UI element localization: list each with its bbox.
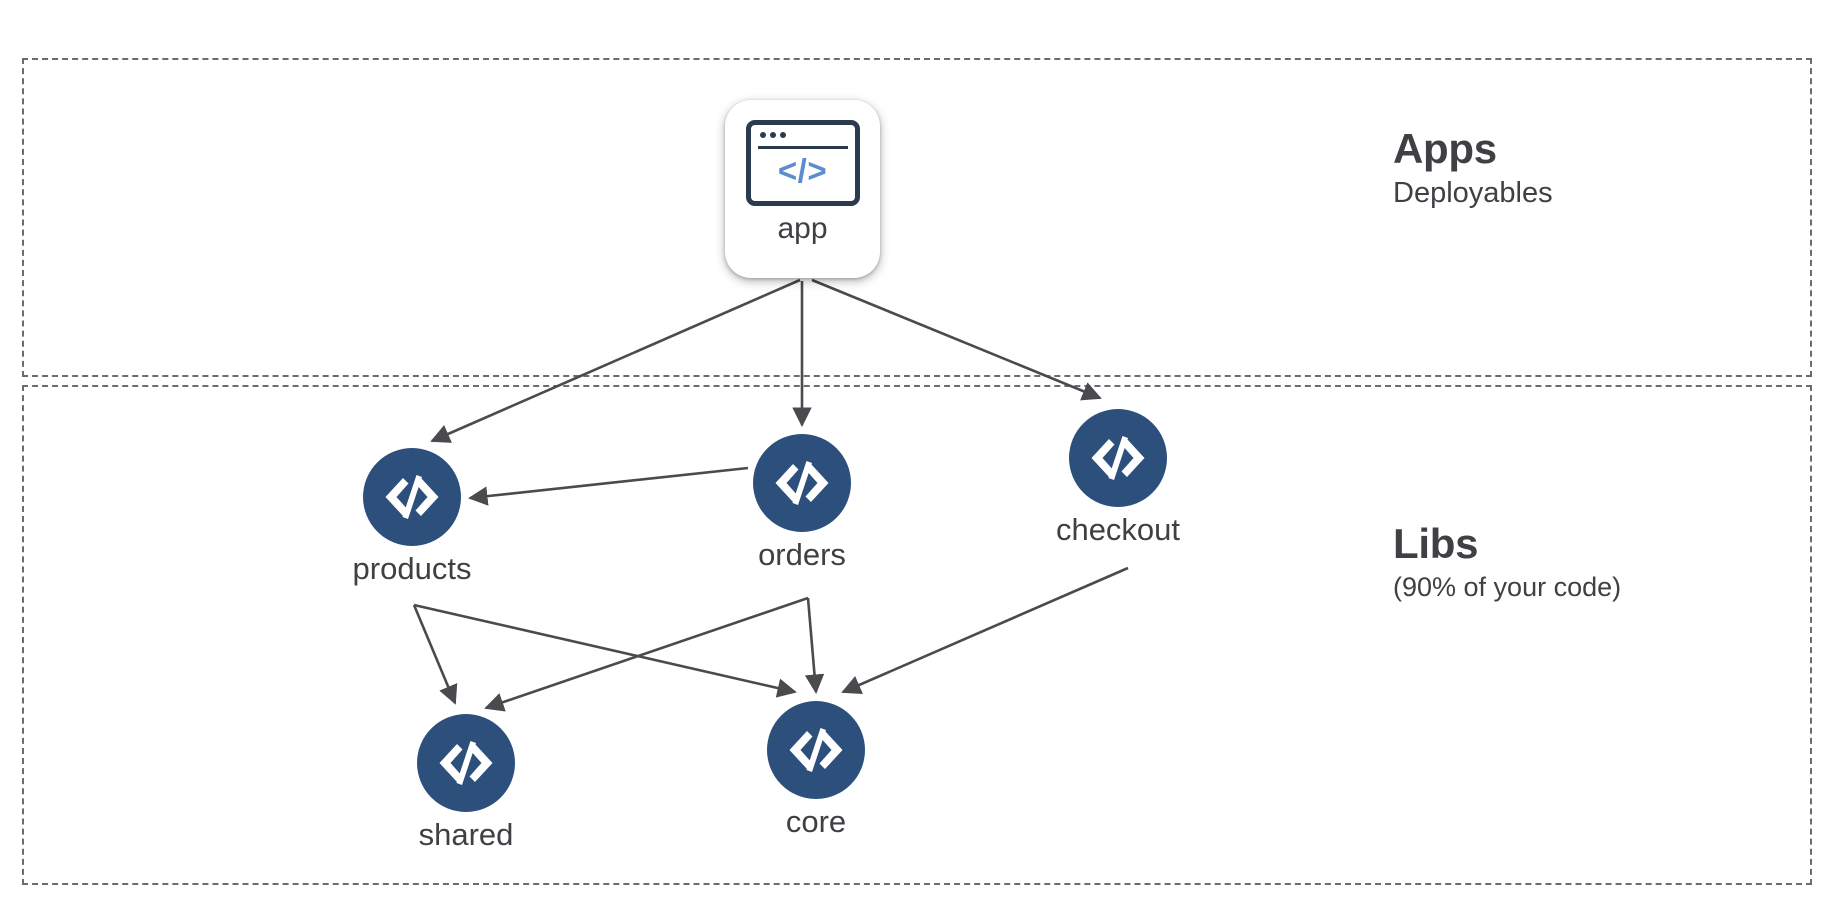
zone-libs-caption: Libs (90% of your code) (1393, 520, 1621, 602)
code-brackets-icon (753, 434, 851, 532)
node-core-label: core (785, 804, 847, 839)
node-app-label: app (777, 212, 828, 245)
code-brackets-icon (417, 714, 515, 812)
zone-libs-title: Libs (1393, 520, 1479, 567)
zone-libs-subtitle: (90% of your code) (1393, 572, 1622, 603)
browser-code-icon: </> (745, 120, 860, 206)
zone-apps-caption: Apps Deployables (1393, 125, 1553, 210)
code-brackets-icon (1069, 409, 1167, 507)
browser-dots-icon (759, 132, 786, 138)
code-brackets-icon (767, 701, 865, 799)
node-products-label: products (352, 551, 472, 586)
code-glyph: </> (777, 152, 828, 189)
node-app[interactable]: </> app (725, 100, 880, 278)
zone-apps-title: Apps (1393, 125, 1497, 172)
node-checkout-label: checkout (1055, 512, 1181, 547)
browser-divider (757, 146, 848, 149)
node-orders-label: orders (758, 537, 846, 572)
node-shared-label: shared (418, 817, 514, 852)
zone-apps (22, 58, 1812, 377)
zone-apps-subtitle: Deployables (1393, 177, 1553, 210)
code-brackets-icon (363, 448, 461, 546)
